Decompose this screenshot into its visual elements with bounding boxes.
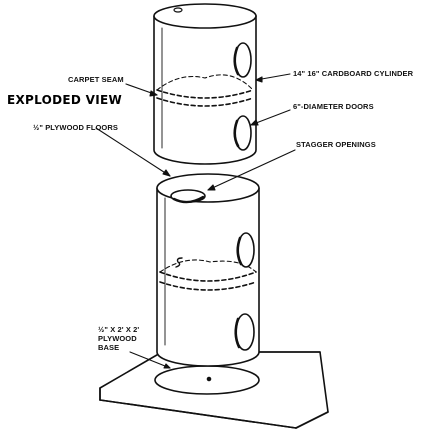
leader-lines — [95, 73, 296, 369]
base-label-line1: ½" X 2' X 2' — [98, 325, 140, 334]
base-label-line2: PLYWOOD — [98, 334, 137, 343]
diagram-title: EXPLODED VIEW — [7, 93, 123, 107]
plywood-base — [99, 351, 329, 429]
cylinder-label: 14" 16" CARDBOARD CYLINDER — [293, 69, 414, 78]
base-label-line3: BASE — [98, 343, 120, 352]
floors-label: ½" PLYWOOD FLOORS — [33, 123, 118, 132]
lower-cylinder — [156, 173, 260, 367]
doors-label: 6"-DIAMETER DOORS — [293, 102, 374, 111]
base-label: ½" X 2' X 2' PLYWOOD BASE — [98, 325, 139, 352]
stagger-openings-label: STAGGER OPENINGS — [296, 140, 376, 149]
carpet-seam-label: CARPET SEAM — [68, 75, 124, 84]
upper-cylinder — [153, 3, 257, 165]
